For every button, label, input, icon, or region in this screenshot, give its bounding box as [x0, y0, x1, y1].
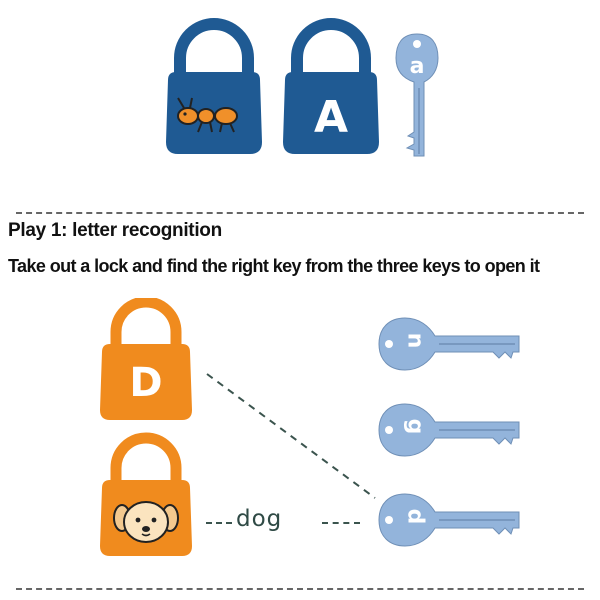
picture-lock-dog[interactable]	[96, 432, 196, 558]
connector-line	[206, 373, 376, 499]
connector-right	[322, 522, 360, 524]
connector-left	[206, 522, 232, 524]
key-n[interactable]: n	[375, 312, 525, 376]
lock-letter: D	[129, 360, 163, 406]
divider-bottom	[16, 588, 584, 590]
key-letter: n	[402, 332, 428, 349]
ant-lock[interactable]	[158, 18, 270, 158]
key-letter: g	[402, 418, 428, 435]
key-g[interactable]: g	[375, 398, 525, 462]
ant-icon	[177, 97, 238, 133]
dog-face-icon	[113, 501, 179, 543]
key-d[interactable]: d	[375, 488, 525, 552]
key-letter: a	[409, 54, 425, 79]
dog-word: dog	[236, 506, 283, 532]
section-instruction: Take out a lock and find the right key f…	[8, 256, 540, 276]
divider-top	[16, 212, 584, 214]
letter-lock-a[interactable]: A	[275, 18, 387, 158]
section-title: Play 1: letter recognition	[8, 220, 222, 241]
lock-letter: A	[313, 92, 349, 143]
key-a[interactable]: a	[392, 30, 442, 160]
letter-lock-d[interactable]: D	[96, 298, 196, 422]
key-letter: d	[402, 508, 428, 525]
